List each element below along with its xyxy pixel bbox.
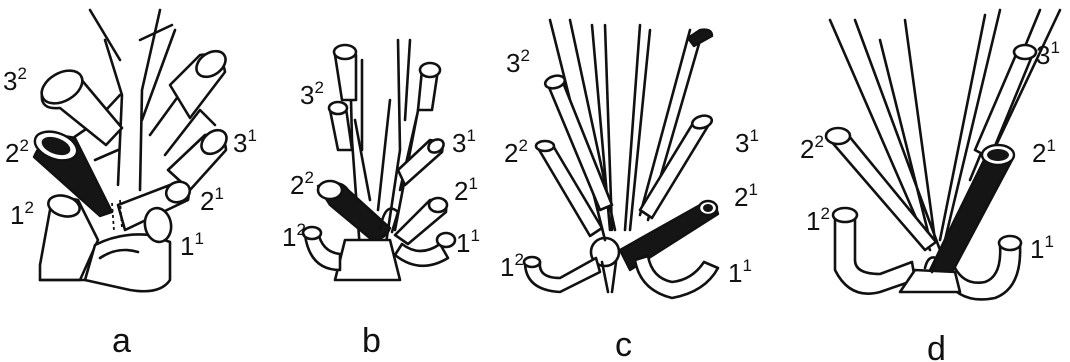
label-a-3-2: 32 [3,64,27,96]
panel-letter-c: c [615,326,632,362]
label-c-3-1: 31 [735,126,759,158]
panel-c: 32 22 12 31 21 11 c [500,20,759,362]
label-c-1-1: 11 [728,256,752,288]
label-d-1-2: 12 [806,204,830,236]
panel-letter-d: d [927,330,946,362]
panel-b: 32 22 12 31 21 11 b [282,40,480,360]
label-d-3-1: 31 [1036,38,1060,70]
label-a-2-1: 21 [200,184,224,216]
label-d-1-1: 11 [1030,232,1054,264]
label-a-1-1: 11 [180,229,204,261]
label-c-1-2: 12 [500,250,524,282]
panel-letter-a: a [112,322,131,360]
label-a-2-2: 22 [5,136,29,168]
label-d-2-1: 21 [1032,136,1056,168]
label-b-3-2: 32 [300,78,324,110]
label-c-2-2: 22 [504,136,528,168]
label-b-1-2: 12 [282,220,306,252]
label-a-1-2: 12 [10,198,34,230]
panel-a: 32 22 12 31 21 11 a [3,10,257,360]
label-a-3-1: 31 [233,126,257,158]
label-d-2-2: 22 [800,132,824,164]
label-c-2-1: 21 [734,180,758,212]
label-b-1-1: 11 [456,226,480,258]
panel-d: 22 12 31 21 11 d [800,10,1060,362]
label-b-2-1: 21 [454,174,478,206]
label-b-2-2: 22 [290,168,314,200]
label-c-3-2: 32 [506,46,530,78]
label-b-3-1: 31 [452,126,476,158]
panel-letter-b: b [362,322,381,360]
